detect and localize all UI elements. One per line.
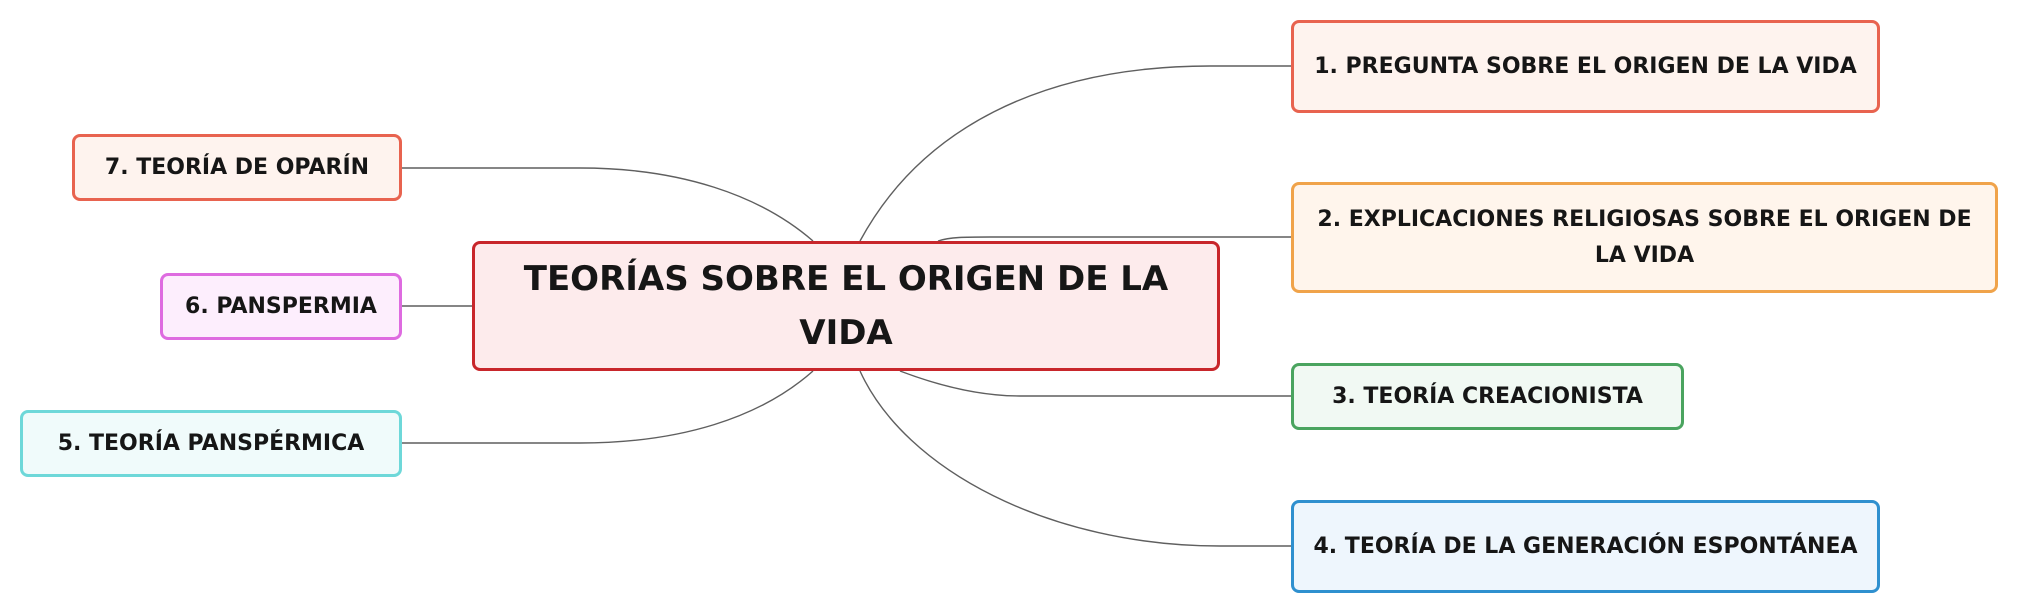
- topic-4-node[interactable]: 4. TEORÍA DE LA GENERACIÓN ESPONTÁNEA: [1291, 500, 1880, 593]
- connector-topic-7: [402, 167, 814, 242]
- topic-2-node[interactable]: 2. EXPLICACIONES RELIGIOSAS SOBRE EL ORI…: [1291, 182, 1998, 293]
- topic-1-label: 1. PREGUNTA SOBRE EL ORIGEN DE LA VIDA: [1314, 53, 1857, 79]
- connector-topic-1: [859, 65, 1291, 242]
- connector-topic-5: [402, 370, 814, 444]
- topic-3-label: 3. TEORÍA CREACIONISTA: [1332, 383, 1643, 409]
- central-topic[interactable]: TEORÍAS SOBRE EL ORIGEN DE LA VIDA: [472, 241, 1220, 371]
- topic-6-label: 6. PANSPERMIA: [185, 293, 377, 319]
- topic-3-node[interactable]: 3. TEORÍA CREACIONISTA: [1291, 363, 1684, 430]
- topic-7-node[interactable]: 7. TEORÍA DE OPARÍN: [72, 134, 402, 201]
- central-topic-label: TEORÍAS SOBRE EL ORIGEN DE LA VIDA: [523, 259, 1169, 353]
- topic-4-label: 4. TEORÍA DE LA GENERACIÓN ESPONTÁNEA: [1313, 533, 1858, 559]
- topic-7-label: 7. TEORÍA DE OPARÍN: [104, 154, 370, 180]
- connector-topic-4: [859, 370, 1291, 547]
- topic-5-node[interactable]: 5. TEORÍA PANSPÉRMICA: [20, 410, 402, 477]
- topic-2-label: 2. EXPLICACIONES RELIGIOSAS SOBRE EL ORI…: [1317, 206, 1972, 268]
- topic-6-node[interactable]: 6. PANSPERMIA: [160, 273, 402, 340]
- topic-1-node[interactable]: 1. PREGUNTA SOBRE EL ORIGEN DE LA VIDA: [1291, 20, 1880, 113]
- topic-5-label: 5. TEORÍA PANSPÉRMICA: [57, 430, 365, 456]
- connector-topic-3: [899, 370, 1291, 397]
